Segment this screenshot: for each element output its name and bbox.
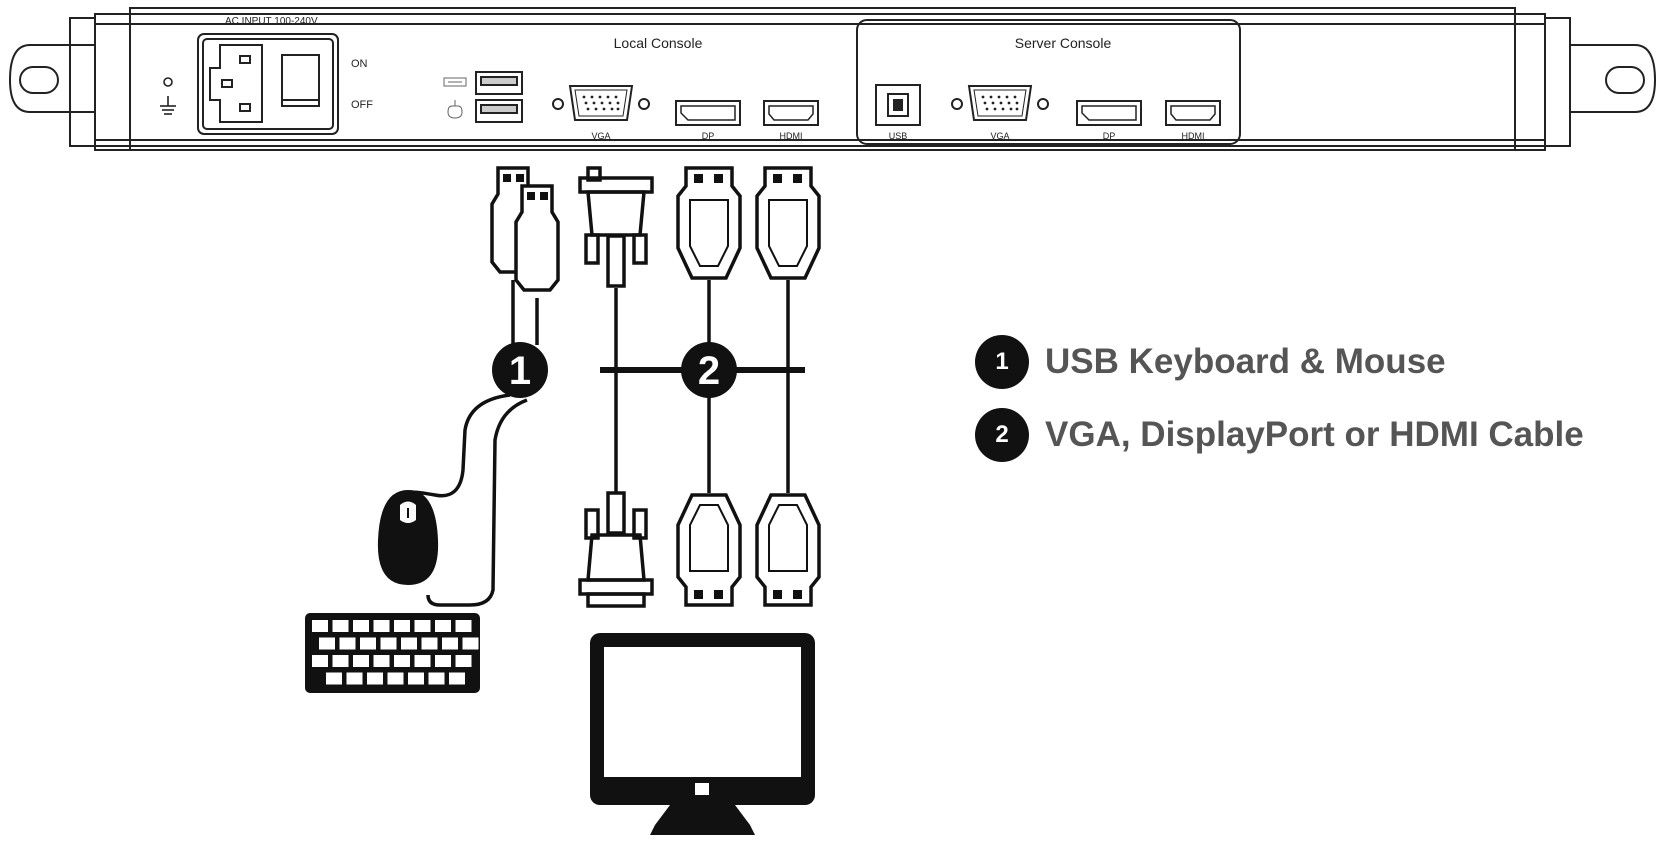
keyboard-icon — [305, 613, 480, 693]
callout-1-badge: 1 — [492, 342, 548, 398]
server-dp-port — [1076, 100, 1142, 126]
server-console-title: Server Console — [1015, 35, 1112, 51]
right-mount-ear — [1544, 17, 1657, 147]
displayport-cable — [676, 166, 742, 607]
legend-text-1: USB Keyboard & Mouse — [1045, 342, 1446, 381]
ac-input-label: AC INPUT 100-240V — [225, 16, 318, 27]
local-vga-pins — [582, 95, 620, 111]
local-console-title: Local Console — [614, 35, 703, 51]
keyboard-key — [414, 620, 431, 632]
keyboard-key — [326, 672, 342, 685]
rack-panel — [8, 7, 1657, 151]
callout-2-badge: 2 — [681, 342, 737, 398]
server-usb-port — [875, 84, 921, 126]
keyboard-key — [360, 637, 376, 650]
keyboard-key — [367, 672, 383, 685]
power-on-label: ON — [351, 58, 368, 70]
local-vga-label: VGA — [591, 131, 610, 141]
server-hdmi-port — [1165, 100, 1221, 126]
monitor-icon — [590, 633, 815, 835]
local-hdmi-label: HDMI — [780, 131, 803, 141]
keyboard-key — [312, 655, 328, 667]
local-dp-port — [675, 100, 741, 126]
keyboard-key — [449, 672, 465, 685]
keyboard-key — [353, 655, 369, 667]
server-vga-pins — [981, 95, 1019, 111]
keyboard-port-icon — [443, 77, 467, 87]
ground-icon — [160, 77, 176, 115]
legend-item-1: 1 USB Keyboard & Mouse — [975, 335, 1446, 389]
keyboard-key — [387, 672, 404, 685]
keyboard-key — [319, 637, 335, 650]
local-usb-ports — [475, 71, 523, 123]
callout-2-number: 2 — [698, 349, 720, 393]
keyboard-key — [435, 620, 451, 632]
keyboard-key — [380, 637, 397, 650]
local-vga-port — [552, 85, 650, 121]
mouse-icon — [377, 490, 439, 585]
keyboard-key — [401, 637, 417, 650]
keyboard-key — [373, 655, 390, 667]
mouse-port-icon — [447, 100, 463, 119]
server-dp-label: DP — [1103, 131, 1116, 141]
keyboard-key — [428, 672, 445, 685]
hdmi-cable — [755, 166, 821, 607]
legend-badge-2: 2 — [975, 408, 1029, 462]
legend-badge-1: 1 — [975, 335, 1029, 389]
server-hdmi-label: HDMI — [1182, 131, 1205, 141]
keyboard-key — [332, 655, 349, 667]
keyboard-key — [462, 637, 479, 650]
server-console-frame — [856, 19, 1241, 145]
power-off-label: OFF — [351, 99, 373, 111]
keyboard-key — [435, 655, 451, 667]
legend-text-2: VGA, DisplayPort or HDMI Cable — [1045, 415, 1584, 454]
ac-power-inlet — [197, 33, 339, 135]
keyboard-key — [353, 620, 369, 632]
usb-cables — [409, 166, 560, 607]
keyboard-key — [455, 620, 472, 632]
keyboard-key — [408, 672, 424, 685]
keyboard-key — [414, 655, 431, 667]
local-dp-label: DP — [702, 131, 715, 141]
local-hdmi-port — [763, 100, 819, 126]
server-vga-port — [951, 85, 1049, 121]
keyboard-key — [346, 672, 363, 685]
keyboard-key — [394, 655, 410, 667]
server-usb-label: USB — [889, 131, 908, 141]
keyboard-key — [332, 620, 349, 632]
keyboard-key — [442, 637, 458, 650]
keyboard-key — [394, 620, 410, 632]
keyboard-key — [339, 637, 356, 650]
callout-1-number: 1 — [509, 349, 531, 393]
vga-cable — [578, 166, 654, 608]
keyboard-key — [373, 620, 390, 632]
legend-item-2: 2 VGA, DisplayPort or HDMI Cable — [975, 408, 1584, 462]
left-mount-ear — [8, 17, 96, 147]
keyboard-key — [312, 620, 328, 632]
keyboard-key — [455, 655, 472, 667]
server-vga-label: VGA — [990, 131, 1009, 141]
keyboard-key — [421, 637, 438, 650]
